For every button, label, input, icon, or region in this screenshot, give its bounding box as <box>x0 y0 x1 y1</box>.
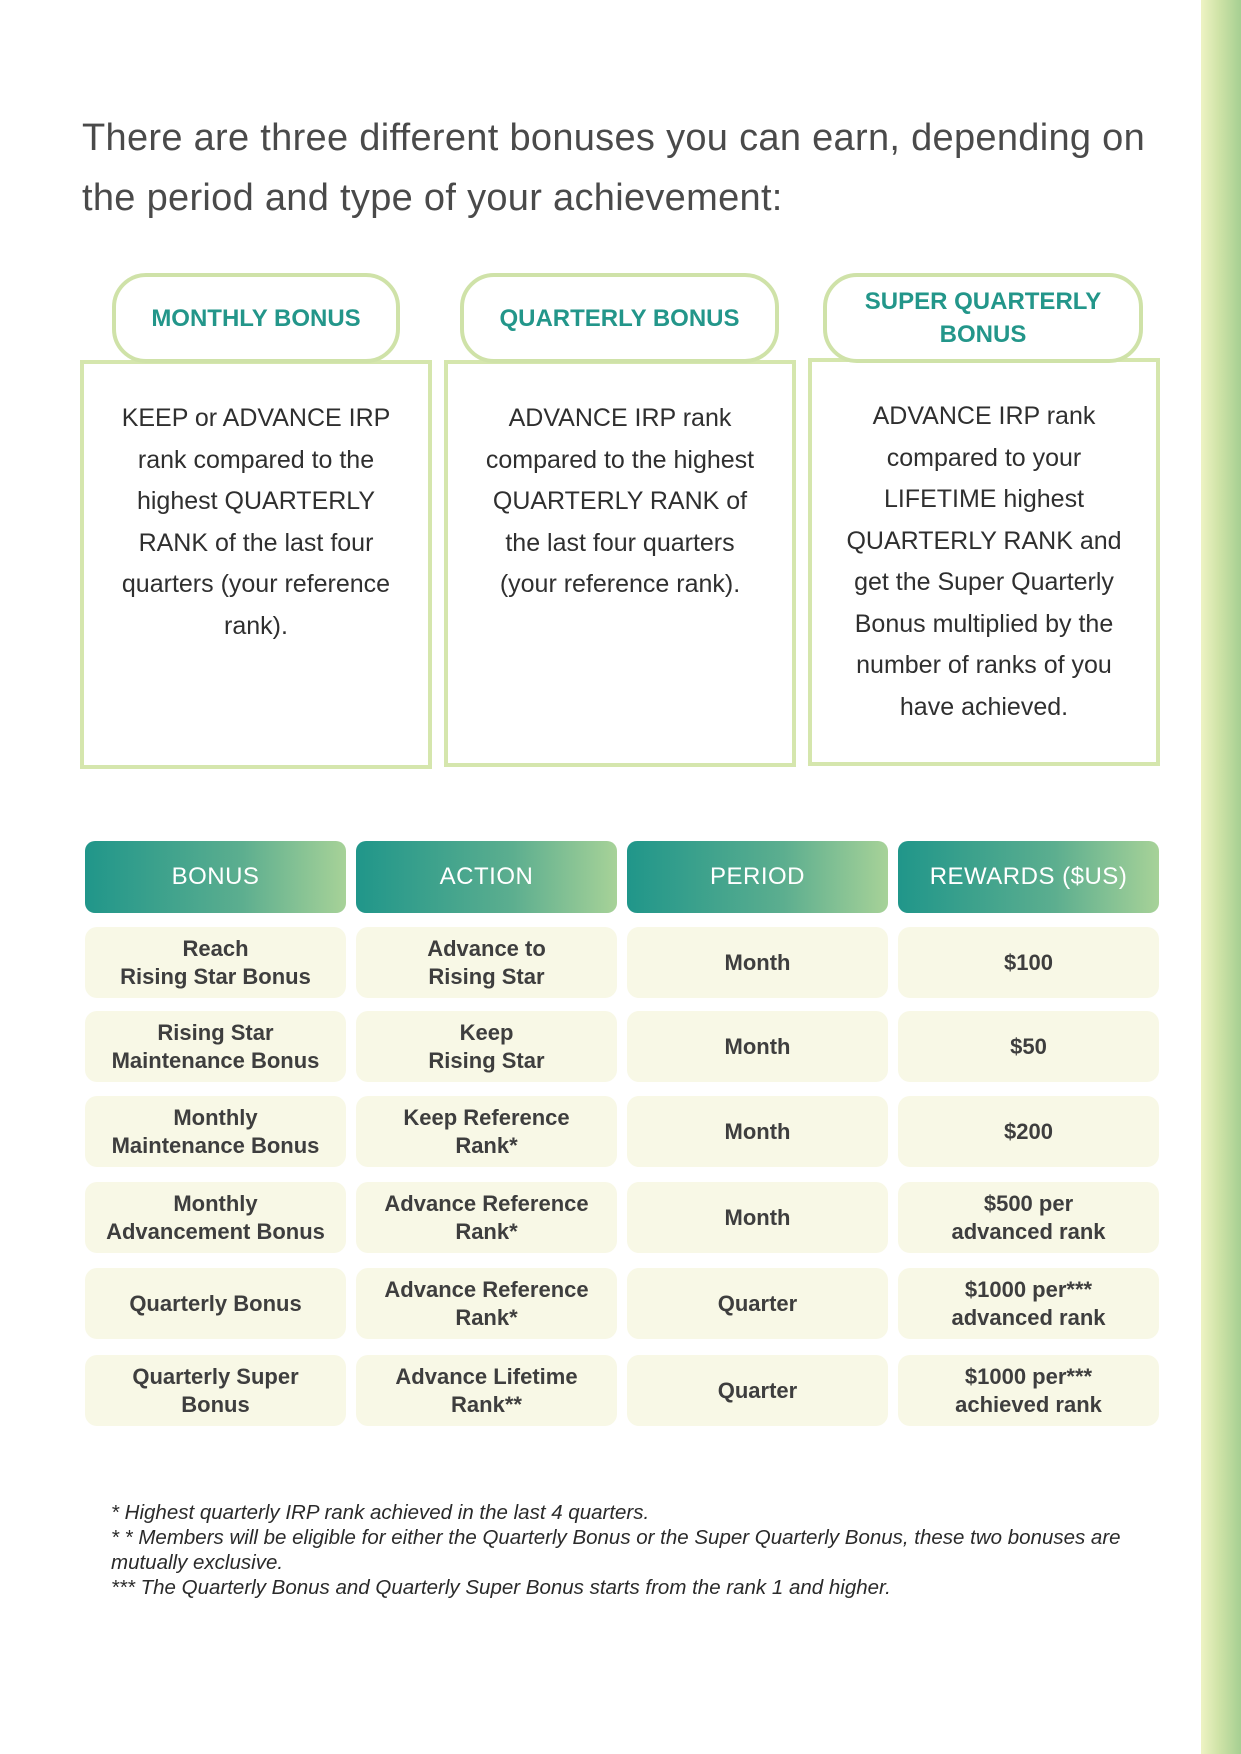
card-title: SUPER QUARTERLY BONUS <box>823 273 1143 363</box>
cell-bonus: Rising Star Maintenance Bonus <box>85 1011 346 1082</box>
header-bonus: BONUS <box>85 841 346 913</box>
cell-period: Month <box>627 927 888 998</box>
intro-text: There are three different bonuses you ca… <box>82 117 1146 219</box>
cell-bonus: Monthly Advancement Bonus <box>85 1182 346 1253</box>
cell-action: Advance Reference Rank* <box>356 1182 617 1253</box>
card-body: KEEP or ADVANCE IRP rank compared to the… <box>80 360 432 769</box>
decorative-edge-stripe <box>1201 0 1241 1754</box>
cell-period: Quarter <box>627 1268 888 1339</box>
card-title: MONTHLY BONUS <box>112 273 400 363</box>
card-body: ADVANCE IRP rank compared to the highest… <box>444 360 796 767</box>
cell-bonus: Reach Rising Star Bonus <box>85 927 346 998</box>
cell-period: Month <box>627 1096 888 1167</box>
footnote: * Highest quarterly IRP rank achieved in… <box>111 1501 650 1524</box>
cell-action: Advance Reference Rank* <box>356 1268 617 1339</box>
cell-reward: $500 per advanced rank <box>898 1182 1159 1253</box>
footnotes: * Highest quarterly IRP rank achieved in… <box>111 1500 1141 1600</box>
cell-bonus: Quarterly Bonus <box>85 1268 346 1339</box>
cell-action: Advance Lifetime Rank** <box>356 1355 617 1426</box>
cell-bonus: Quarterly Super Bonus <box>85 1355 346 1426</box>
card-title: QUARTERLY BONUS <box>460 273 779 363</box>
cell-bonus: Monthly Maintenance Bonus <box>85 1096 346 1167</box>
cell-period: Month <box>627 1011 888 1082</box>
footnote: * * Members will be eligible for either … <box>111 1526 1121 1574</box>
cell-period: Quarter <box>627 1355 888 1426</box>
cell-reward: $200 <box>898 1096 1159 1167</box>
header-rewards: REWARDS ($US) <box>898 841 1159 913</box>
footnote: *** The Quarterly Bonus and Quarterly Su… <box>111 1576 891 1599</box>
cell-period: Month <box>627 1182 888 1253</box>
card-body: ADVANCE IRP rank compared to your LIFETI… <box>808 358 1160 766</box>
cell-reward: $50 <box>898 1011 1159 1082</box>
header-action: ACTION <box>356 841 617 913</box>
cell-reward: $100 <box>898 927 1159 998</box>
cell-reward: $1000 per*** advanced rank <box>898 1268 1159 1339</box>
cell-action: Advance to Rising Star <box>356 927 617 998</box>
cell-action: Keep Rising Star <box>356 1011 617 1082</box>
header-period: PERIOD <box>627 841 888 913</box>
cell-reward: $1000 per*** achieved rank <box>898 1355 1159 1426</box>
cell-action: Keep Reference Rank* <box>356 1096 617 1167</box>
